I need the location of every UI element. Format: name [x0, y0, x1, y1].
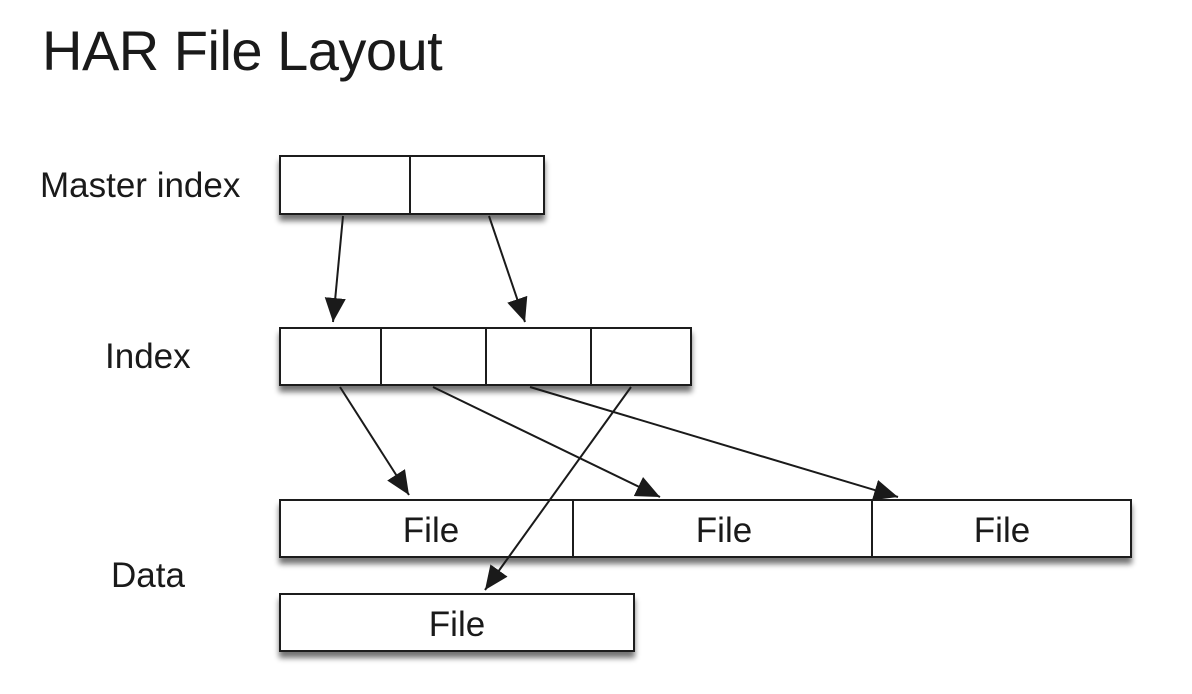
data-block — [279, 499, 1132, 558]
file-label-4: File — [429, 605, 485, 644]
arrow-master-to-index-2 — [488, 215, 528, 323]
arrow-index-to-file-3 — [529, 386, 899, 501]
index-block — [279, 327, 692, 386]
file-label-1: File — [403, 511, 459, 550]
arrow-master-to-index-1 — [324, 215, 346, 323]
data-label: Data — [111, 556, 185, 595]
data-row-outline — [279, 499, 1132, 558]
arrow-index-to-file-2 — [432, 386, 661, 498]
data-file-outline-4 — [279, 593, 635, 652]
diagram-title: HAR File Layout — [42, 19, 443, 82]
data-file-box-4 — [279, 593, 635, 652]
arrow-index-to-file-4 — [484, 386, 632, 591]
arrow-index-to-file-1 — [339, 386, 410, 496]
file-label-3: File — [974, 511, 1030, 550]
master-index-label: Master index — [40, 166, 241, 205]
master-index-outline — [279, 155, 545, 215]
master-index-block — [279, 155, 545, 215]
file-label-2: File — [696, 511, 752, 550]
index-label: Index — [105, 337, 191, 376]
